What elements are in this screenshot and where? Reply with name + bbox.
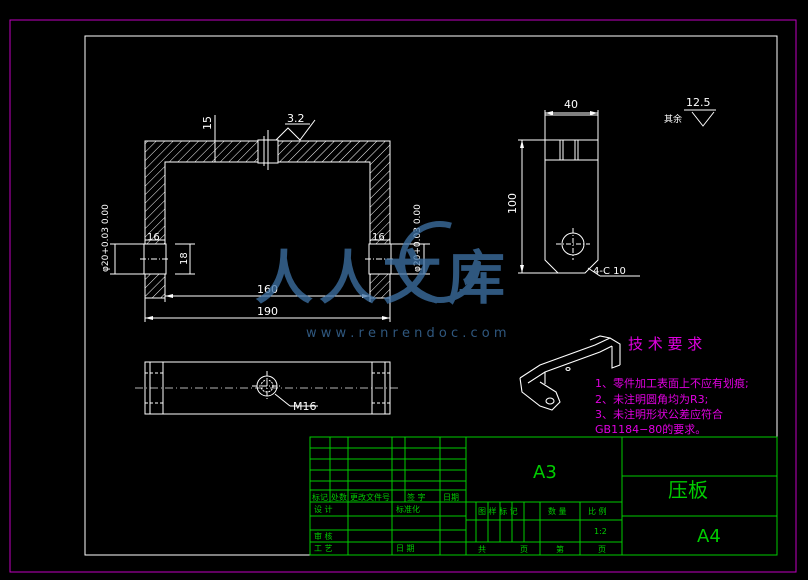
tech-req-line-3: 3、未注明形状公差应符合 (595, 407, 723, 421)
tb-paper-size: A4 (697, 526, 721, 547)
tech-req-line-4: GB1184−80的要求。 (595, 422, 706, 436)
tb-label-sheet-unit2: 页 (598, 545, 606, 554)
tech-req-title: 技 术 要 求 (628, 335, 702, 353)
tb-rev-header-5: 日期 (443, 493, 459, 502)
front-view-section (144, 140, 391, 299)
dim-outer-width: 190 (257, 305, 278, 318)
tb-rev-header-3: 更改文件号 (350, 492, 390, 502)
surface-finish-label: 其余 (664, 113, 682, 125)
tb-scale-value: 1:2 (594, 527, 607, 536)
surface-finish-value: 12.5 (686, 96, 711, 109)
watermark: 人人文库 w w w . r e n r e n d o c . c o m (255, 221, 511, 341)
tb-label-qty: 数 量 (548, 506, 567, 516)
dim-slot: 18 (179, 252, 190, 265)
tb-label-design: 设 计 (314, 504, 333, 514)
tb-label-sheet-unit: 页 (520, 545, 528, 554)
chamfer-note: 4-C 10 (593, 266, 626, 277)
tb-part-name: 压板 (668, 478, 708, 502)
surface-finish-symbol (684, 109, 716, 127)
title-block (309, 436, 778, 556)
dim-side-thickness-right: 16 (372, 232, 385, 243)
tb-label-total: 共 (478, 545, 486, 554)
tb-label-standard: 标准化 (396, 504, 420, 514)
tb-label-review: 审 核 (314, 531, 333, 541)
dim-side-height: 100 (506, 193, 519, 214)
watermark-ring-icon (399, 221, 481, 303)
watermark-title: 人人文库 (255, 244, 511, 312)
tb-sheet-size: A3 (533, 462, 557, 483)
tb-rev-header-4: 签 字 (407, 492, 426, 502)
tb-rev-header-1: 标记 (312, 492, 328, 502)
roughness-front: 3.2 (287, 112, 305, 125)
dim-side-width: 40 (564, 98, 578, 111)
tb-label-date: 日 期 (396, 544, 415, 553)
front-view (110, 115, 430, 322)
tech-req-line-2: 2、未注明圆角均为R3; (595, 392, 708, 406)
dim-inner-width: 160 (257, 283, 278, 296)
isometric-sketch (519, 335, 621, 411)
tech-req-line-1: 1、零件加工表面上不应有划痕; (595, 376, 749, 390)
watermark-url: w w w . r e n r e n d o c . c o m (306, 326, 507, 341)
tb-label-scale: 比 例 (588, 506, 607, 516)
tb-label-stage: 图 样 标 记 (478, 506, 518, 516)
tb-label-process: 工 艺 (314, 544, 333, 553)
thread-label: M16 (293, 400, 317, 413)
side-view (518, 110, 640, 277)
tb-label-sheet: 第 (556, 544, 564, 554)
tb-rev-header-2: 处数 (331, 492, 347, 502)
dim-bore-left: φ20+0.03 0.00 (101, 204, 111, 272)
dim-top-thickness: 15 (201, 116, 214, 130)
outer-frame (9, 19, 797, 573)
dim-bore-right: φ20+0.03 0.00 (413, 204, 423, 272)
top-view (135, 361, 400, 415)
dim-side-thickness-left: 16 (147, 232, 160, 243)
